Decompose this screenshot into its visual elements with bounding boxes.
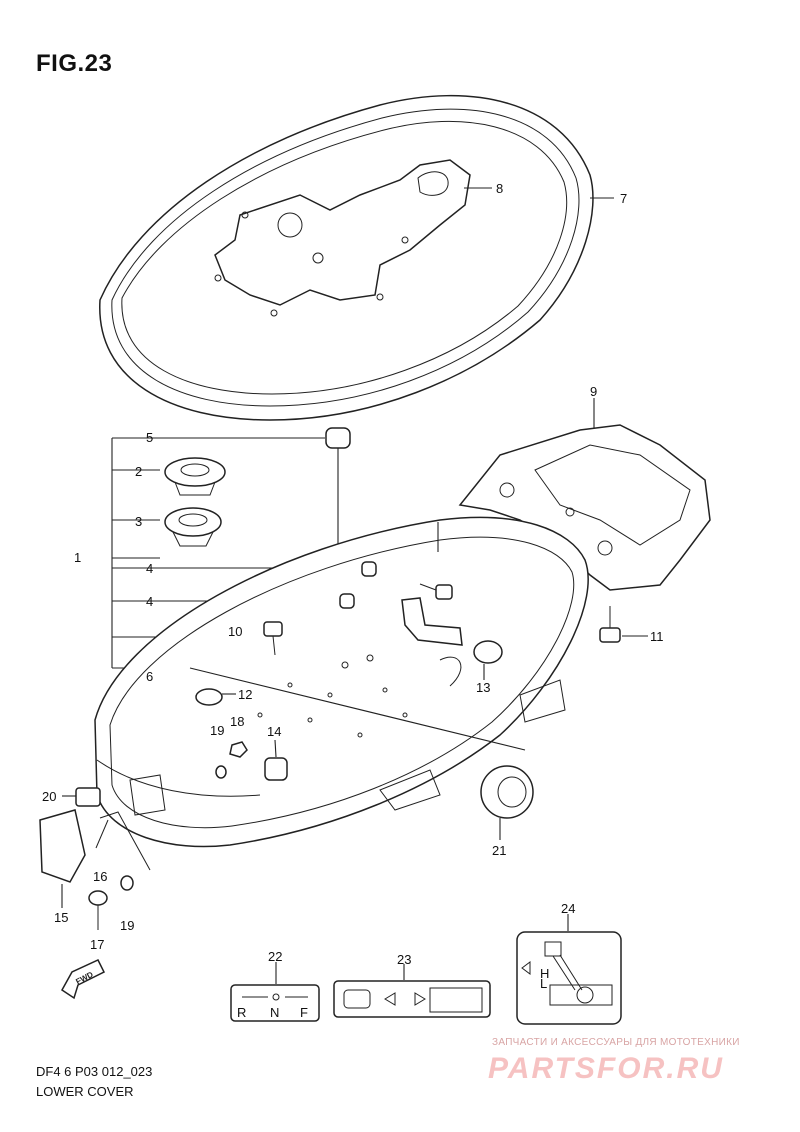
oil-h: H [540, 966, 549, 981]
part-21-grommet [480, 765, 534, 819]
gear-f: F [300, 1005, 308, 1020]
callout-19a: 19 [210, 723, 224, 738]
part-4-plug-b [339, 593, 355, 609]
callout-12: 12 [238, 687, 252, 702]
part-20-pad [75, 787, 101, 807]
callout-1: 1 [74, 550, 81, 565]
bracket-bolt [419, 583, 453, 600]
part-17-screw [88, 890, 108, 930]
part-15-lever [39, 809, 86, 883]
clip [439, 656, 462, 687]
part-8-gasket [214, 159, 471, 317]
callout-13: 13 [476, 680, 490, 695]
callout-7: 7 [620, 191, 627, 206]
callout-3: 3 [135, 514, 142, 529]
callout-6: 6 [146, 669, 153, 684]
part-19-washer-b [120, 875, 134, 891]
watermark-tagline: ЗАПЧАСТИ И АКСЕССУАРЫ ДЛЯ МОТОТЕХНИКИ [492, 1037, 740, 1048]
part-11-bolt [599, 606, 621, 643]
callout-9: 9 [590, 384, 597, 399]
part-10-bolt [263, 621, 283, 656]
part-23-fuel-label [333, 980, 491, 1018]
callout-23: 23 [397, 952, 411, 967]
callout-11: 11 [650, 629, 664, 644]
part-3-grommet [164, 507, 222, 547]
callout-2: 2 [135, 464, 142, 479]
gear-n: N [270, 1005, 279, 1020]
part-5-plug [325, 427, 351, 449]
part-16-shift-rod [95, 811, 151, 871]
callout-17: 17 [90, 937, 104, 952]
fwd-arrow-icon: FWD [61, 959, 106, 1000]
callout-5: 5 [146, 430, 153, 445]
watermark-brand: PARTSFOR.RU [488, 1052, 724, 1085]
part-18-nut [229, 741, 248, 758]
part-14-damper [264, 757, 288, 781]
part-22-gear-label: R N F [230, 984, 320, 1022]
part-4-plug-a [361, 561, 377, 577]
model-code: DF4 6 P03 012_023 [36, 1064, 153, 1079]
callout-10: 10 [228, 624, 242, 639]
callout-4b: 4 [146, 594, 153, 609]
part-2-grommet [164, 457, 226, 496]
callout-16: 16 [93, 869, 107, 884]
section-name: LOWER COVER [36, 1084, 134, 1099]
callout-21: 21 [492, 843, 506, 858]
lower-cover-body [94, 516, 589, 848]
oil-l: L [540, 976, 547, 991]
gear-r: R [237, 1005, 246, 1020]
callout-4a: 4 [146, 561, 153, 576]
callout-22: 22 [268, 949, 282, 964]
bracket [401, 597, 463, 646]
callout-19b: 19 [120, 918, 134, 933]
part-19-washer-a [215, 765, 227, 779]
callout-18: 18 [230, 714, 244, 729]
callout-15: 15 [54, 910, 68, 925]
figure-title: FIG.23 [36, 50, 113, 77]
part-24-oil-label: H L [516, 931, 622, 1025]
callout-20: 20 [42, 789, 56, 804]
callout-24: 24 [561, 901, 575, 916]
part-13-grommet [473, 640, 503, 664]
callout-8: 8 [496, 181, 503, 196]
part-12-grommet [195, 688, 223, 706]
callout-14: 14 [267, 724, 281, 739]
